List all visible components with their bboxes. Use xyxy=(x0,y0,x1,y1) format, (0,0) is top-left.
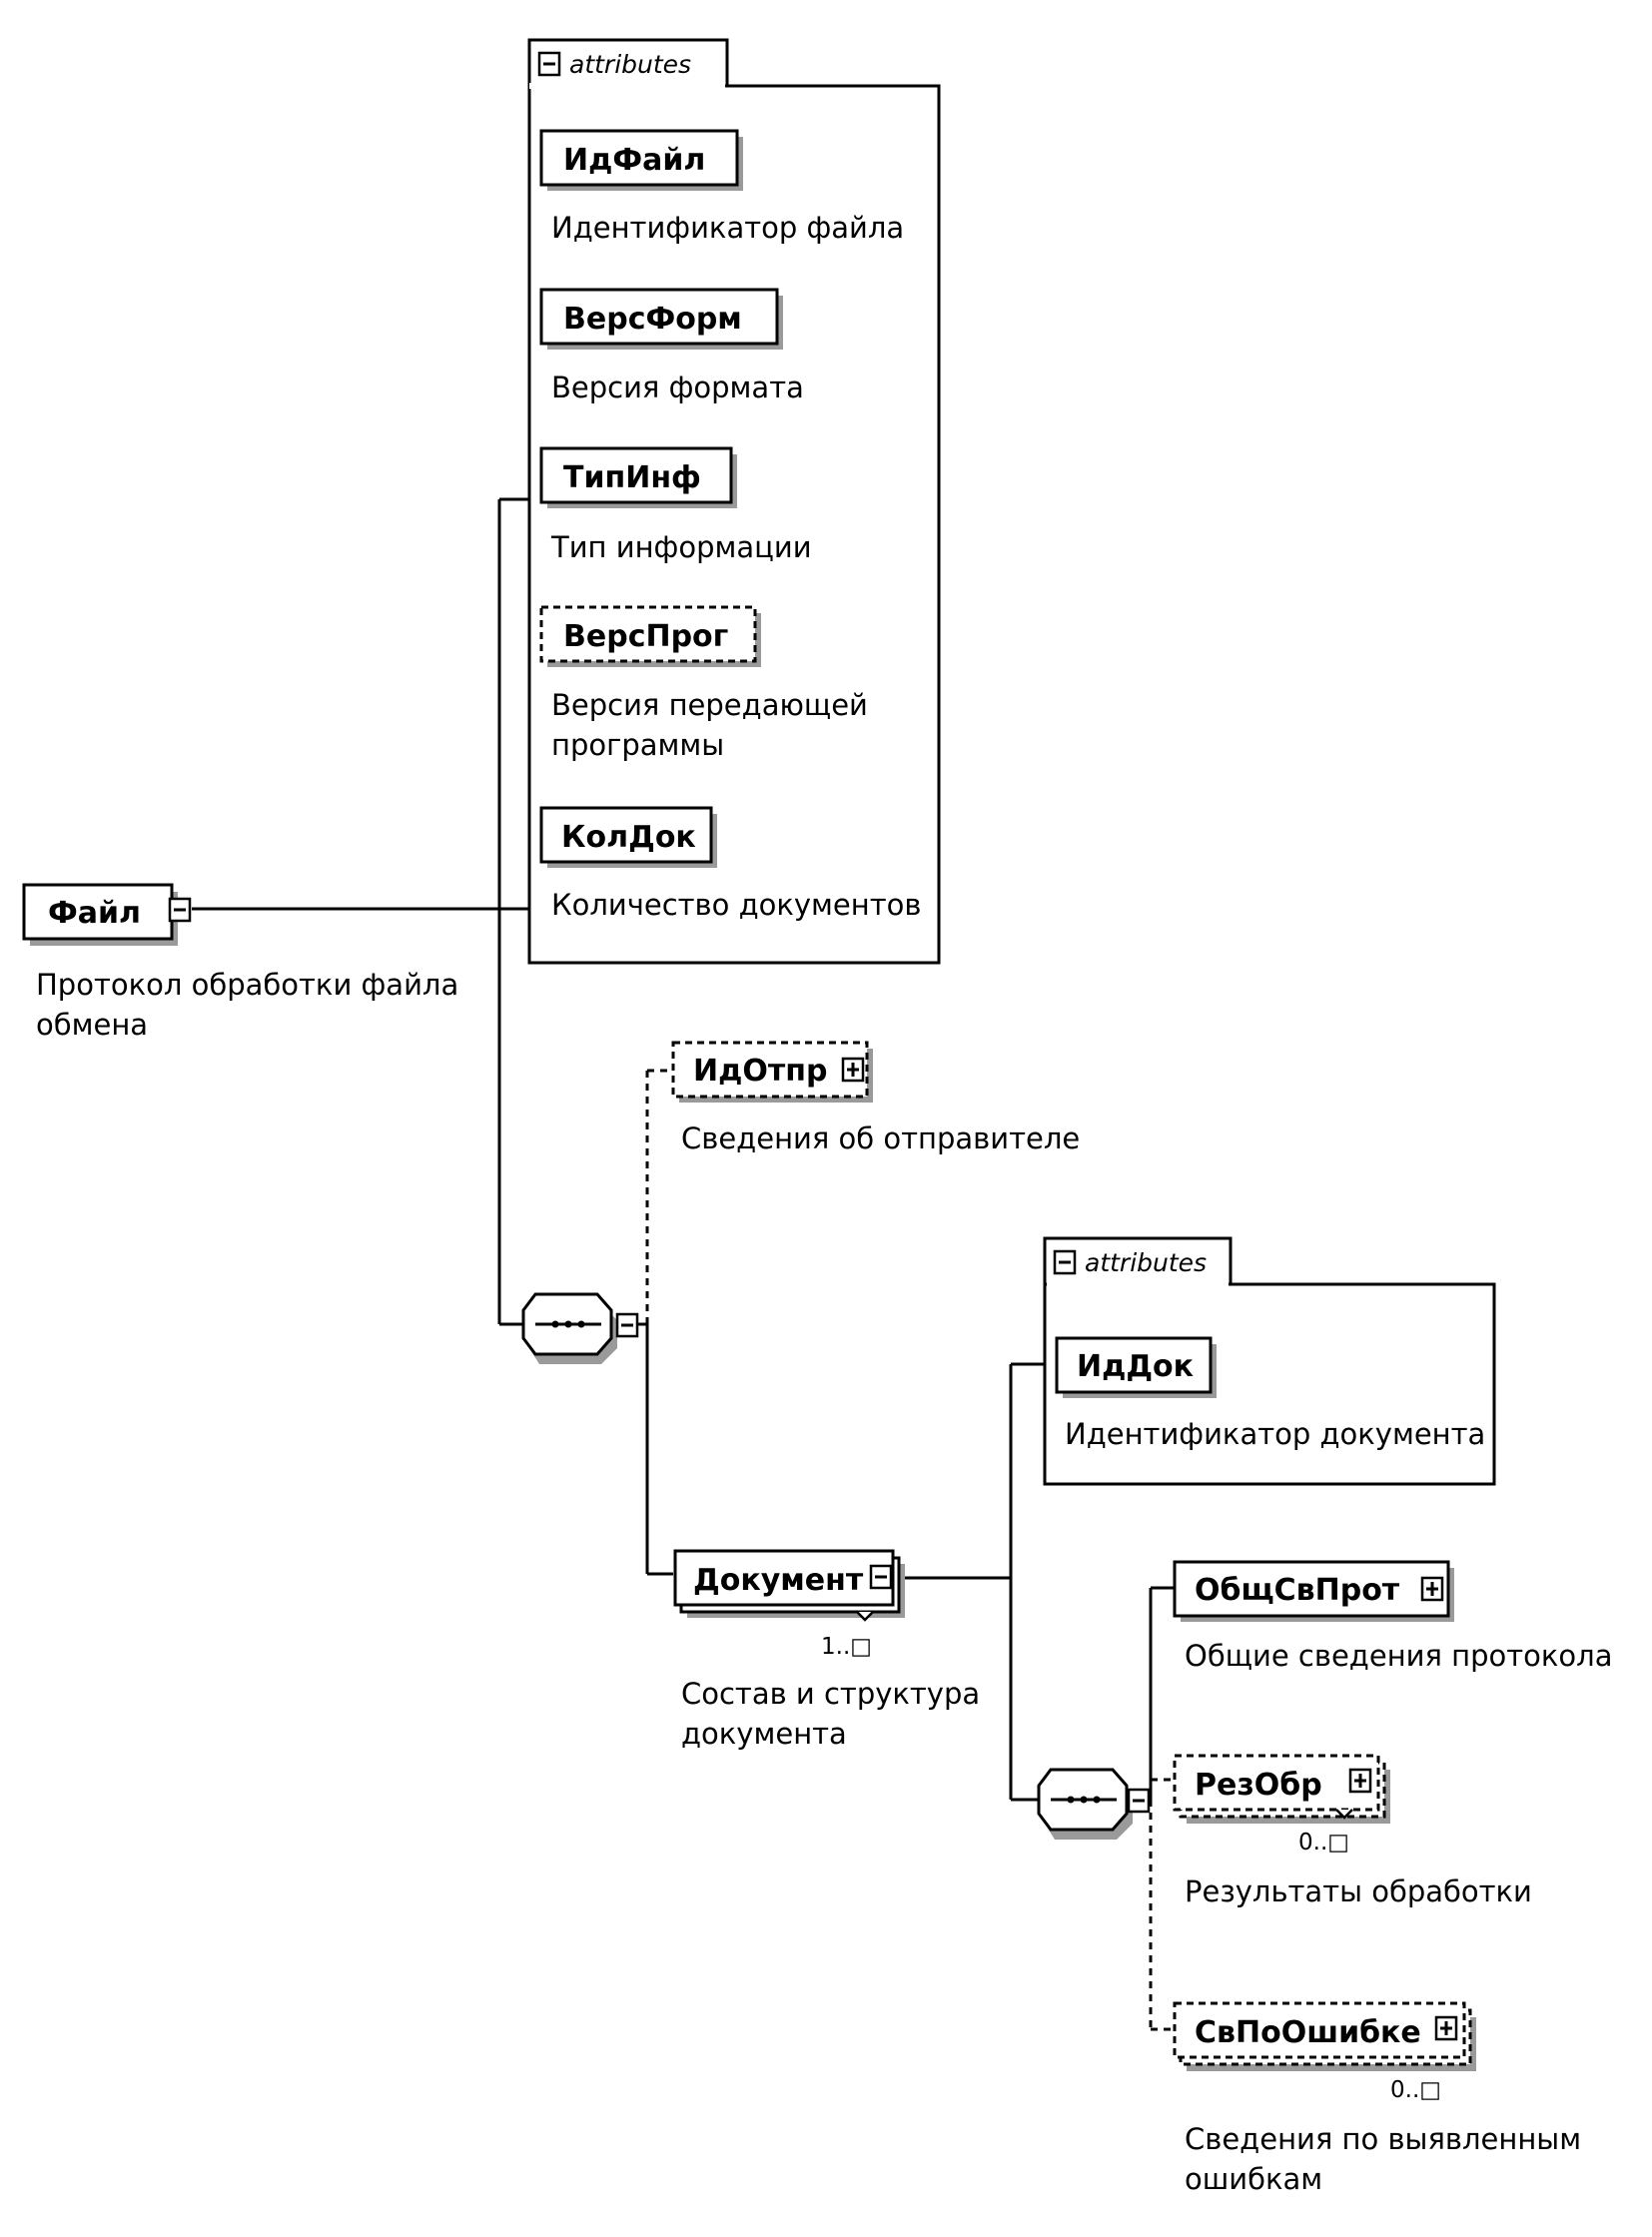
element-processing-results-occurrence: 0..□ xyxy=(1298,1830,1349,1856)
general-protocol-info-expand-toggle[interactable] xyxy=(1420,1576,1444,1602)
attribute-format-version-name: ВерсФорм xyxy=(563,302,742,337)
root-description-line1: Протокол обработки файла xyxy=(36,968,458,1002)
element-document-description-line1: Состав и структура xyxy=(681,1677,980,1711)
root-element[interactable]: Файл xyxy=(22,883,192,946)
sequence-compositor[interactable] xyxy=(521,1292,647,1364)
attribute-format-version-description: Версия формата xyxy=(551,371,804,404)
attributes-tab-label: attributes xyxy=(569,50,691,79)
attribute-program-version-description-line1: Версия передающей xyxy=(551,688,868,722)
element-sender-id[interactable]: ИдОтпр xyxy=(671,1041,873,1103)
attribute-format-version[interactable]: ВерсФорм xyxy=(539,288,783,350)
attribute-document-count-description: Количество документов xyxy=(551,888,921,922)
element-error-details[interactable]: СвПоОшибке xyxy=(1173,2001,1476,2071)
attribute-id-file-description: Идентификатор файла xyxy=(551,211,904,245)
attribute-document-id[interactable]: ИдДок xyxy=(1055,1336,1217,1398)
connector-lines xyxy=(192,497,1175,2031)
root-description-line2: обмена xyxy=(36,1008,148,1042)
error-details-expand-toggle[interactable] xyxy=(1434,2015,1458,2041)
attribute-program-version[interactable]: ВерсПрог xyxy=(539,605,761,667)
document-attributes-tab-label: attributes xyxy=(1085,1248,1207,1277)
attribute-id-file[interactable]: ИдФайл xyxy=(539,129,743,191)
element-general-protocol-info-name: ОбщСвПрот xyxy=(1195,1573,1400,1608)
sender-expand-toggle[interactable] xyxy=(841,1057,865,1083)
element-document-occurrence: 1..□ xyxy=(821,1634,872,1660)
attribute-document-count-name: КолДок xyxy=(561,820,696,855)
sequence-document-collapse-toggle[interactable] xyxy=(1127,1788,1151,1814)
element-processing-results-name: РезОбр xyxy=(1195,1768,1322,1803)
element-error-details-name: СвПоОшибке xyxy=(1195,2015,1421,2050)
element-document-description-line2: документа xyxy=(681,1717,847,1751)
element-error-details-description-line1: Сведения по выявленным xyxy=(1185,2122,1581,2156)
root-collapse-toggle[interactable] xyxy=(168,897,192,923)
attribute-info-type-name: ТипИнф xyxy=(563,460,701,495)
element-sender-id-name: ИдОтпр xyxy=(693,1054,827,1089)
attribute-info-type-description: Тип информации xyxy=(550,530,812,564)
element-error-details-occurrence: 0..□ xyxy=(1390,2077,1441,2103)
element-sender-id-description: Сведения об отправителе xyxy=(681,1121,1080,1155)
attributes-collapse-icon[interactable] xyxy=(537,51,561,77)
attribute-document-count[interactable]: КолДок xyxy=(539,806,717,868)
element-processing-results-description: Результаты обработки xyxy=(1185,1874,1532,1908)
element-error-details-description-line2: ошибкам xyxy=(1185,2162,1322,2196)
attribute-document-id-name: ИдДок xyxy=(1077,1349,1194,1384)
element-general-protocol-info[interactable]: ОбщСвПрот xyxy=(1173,1560,1454,1622)
element-processing-results[interactable]: РезОбр xyxy=(1173,1754,1390,1824)
element-general-protocol-info-description: Общие сведения протокола xyxy=(1185,1639,1613,1673)
document-collapse-toggle[interactable] xyxy=(869,1564,893,1590)
root-element-name: Файл xyxy=(48,896,141,931)
document-attributes-panel: attributes xyxy=(1043,1236,1496,1486)
sequence-collapse-toggle[interactable] xyxy=(615,1312,639,1338)
element-document-name: Документ xyxy=(693,1563,864,1598)
processing-results-expand-toggle[interactable] xyxy=(1348,1768,1372,1794)
attribute-program-version-name: ВерсПрог xyxy=(563,619,728,654)
document-attributes-collapse-icon[interactable] xyxy=(1053,1249,1077,1275)
sequence-compositor-document[interactable] xyxy=(1037,1768,1151,1840)
attribute-document-id-description: Идентификатор документа xyxy=(1065,1417,1485,1451)
attribute-info-type[interactable]: ТипИнф xyxy=(539,446,737,508)
element-document[interactable]: Документ xyxy=(673,1549,905,1622)
attribute-program-version-description-line2: программы xyxy=(551,728,724,762)
attribute-id-file-name: ИдФайл xyxy=(563,143,705,178)
